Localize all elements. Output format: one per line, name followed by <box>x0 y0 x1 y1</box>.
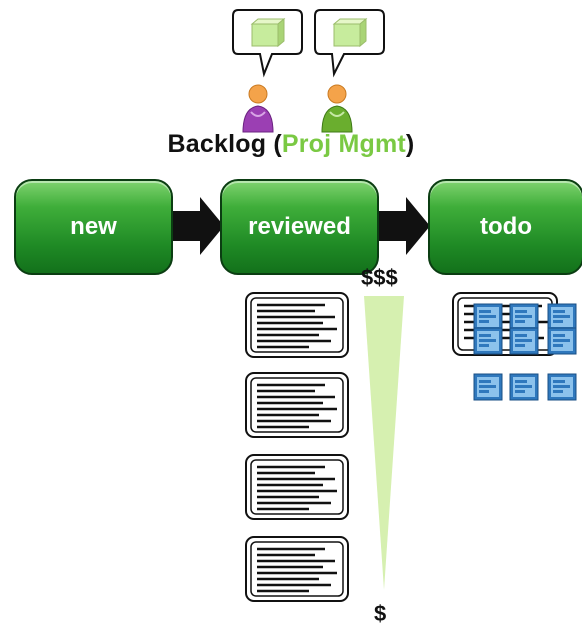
stakeholder-person-icon <box>242 84 274 133</box>
task-icon <box>473 327 503 355</box>
priority-high-label: $$$ <box>361 265 398 290</box>
backlog-item-stack <box>245 292 349 602</box>
backlog-item-doc <box>245 372 349 438</box>
title-main: Backlog ( <box>167 130 282 158</box>
stage-new: new <box>14 179 173 275</box>
stage-label: new <box>70 213 117 240</box>
task-icon <box>509 327 539 355</box>
priority-low-label: $ <box>374 601 387 626</box>
stage-reviewed: reviewed <box>220 179 379 275</box>
stakeholder-bubble-left <box>232 9 303 78</box>
stage-todo: todo <box>428 179 582 275</box>
priority-wedge <box>364 296 404 590</box>
task-icon <box>473 373 503 401</box>
stakeholder-bubble-right <box>314 9 385 78</box>
backlog-item-doc <box>245 292 349 358</box>
backlog-item-doc <box>245 536 349 602</box>
flow-arrow-icon <box>168 197 224 255</box>
flow-arrow-icon <box>374 197 430 255</box>
task-icon <box>509 303 539 331</box>
task-icon <box>547 327 577 355</box>
task-icon <box>547 303 577 331</box>
title-end: ) <box>405 130 415 158</box>
task-icon <box>473 303 503 331</box>
title-highlight: Proj Mgmt <box>281 130 406 158</box>
idea-block-icon <box>332 17 368 48</box>
page-title: Backlog (Proj Mgmt) <box>0 130 582 159</box>
task-icons-grid <box>473 303 577 401</box>
stakeholder-person-icon <box>321 84 353 133</box>
task-icon <box>547 373 577 401</box>
stage-label: reviewed <box>248 213 351 240</box>
stage-label: todo <box>480 213 532 240</box>
backlog-item-doc <box>245 454 349 520</box>
idea-block-icon <box>250 17 286 48</box>
task-icon <box>509 373 539 401</box>
